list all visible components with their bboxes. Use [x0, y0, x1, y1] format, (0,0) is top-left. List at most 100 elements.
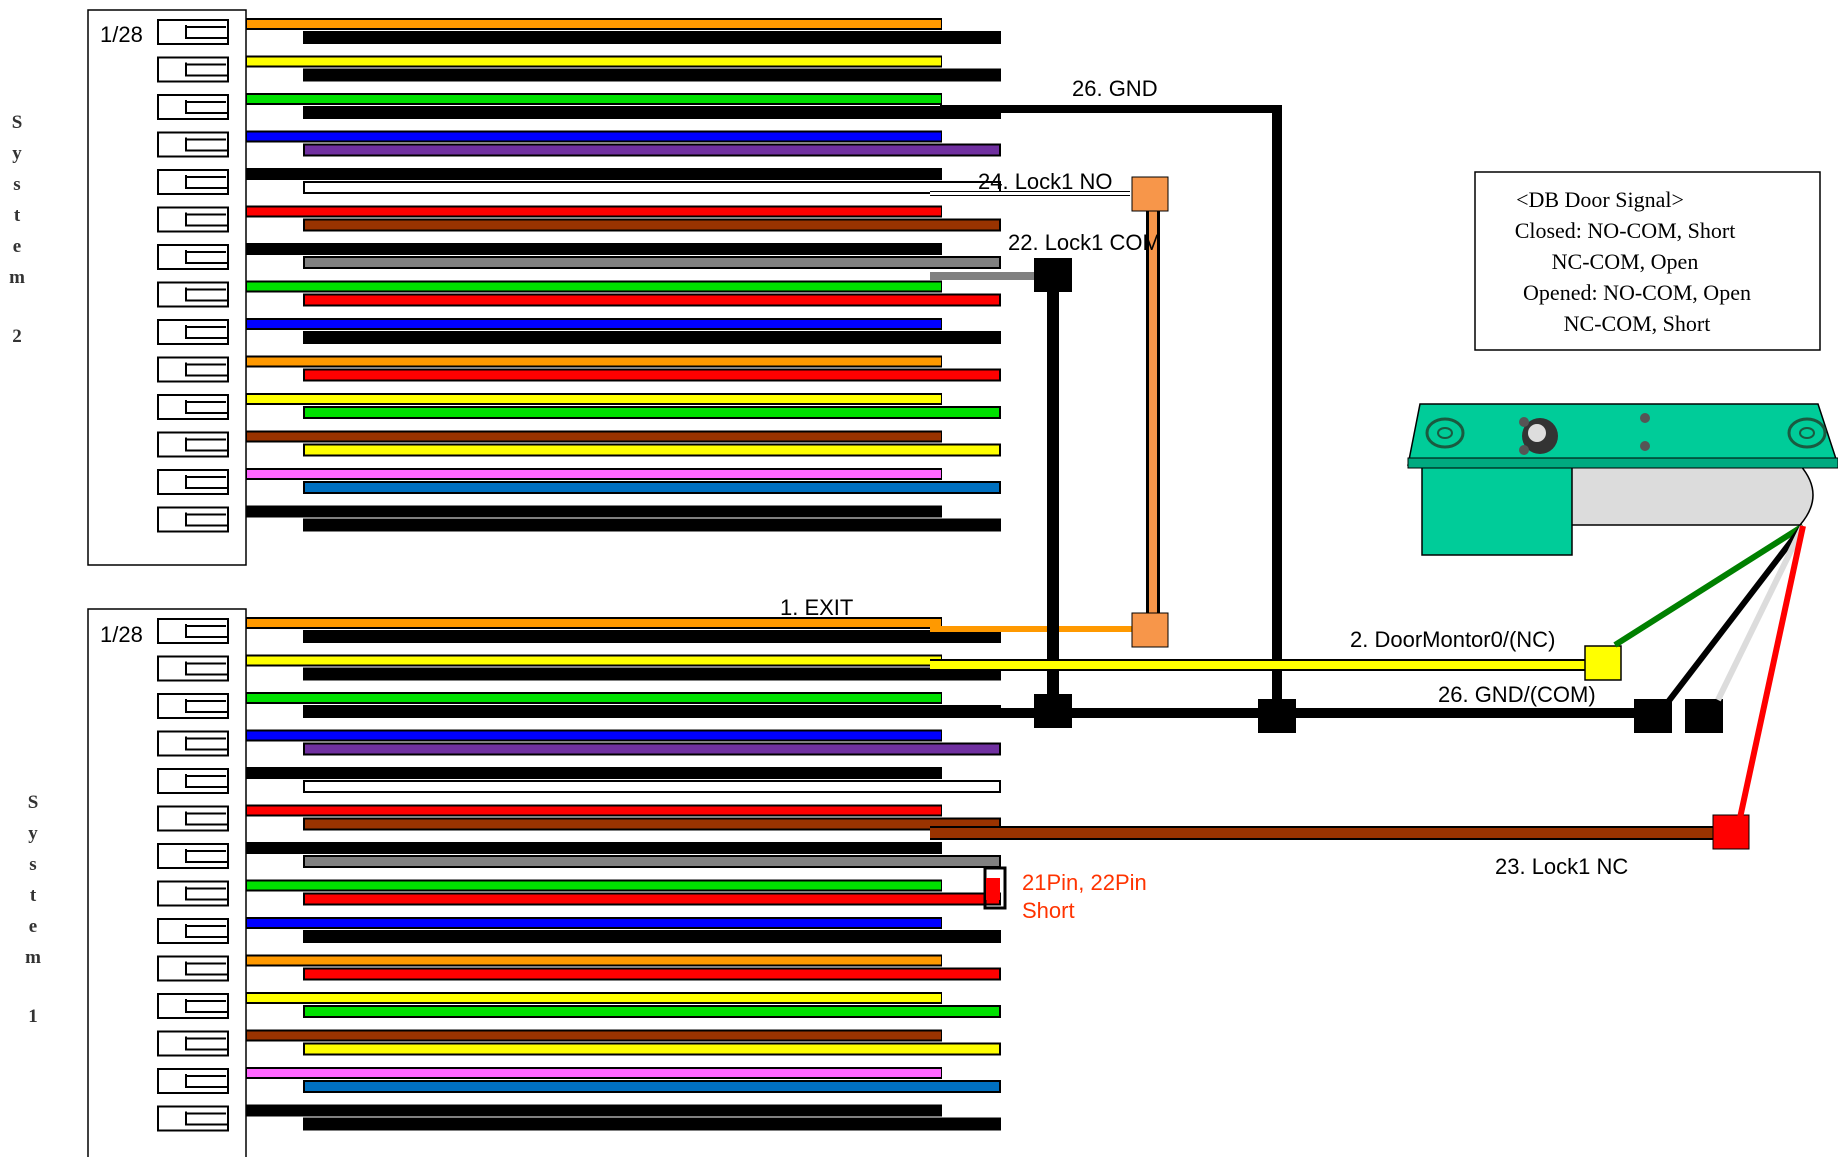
- wire-green: [305, 1007, 999, 1016]
- system1-letter: t: [30, 885, 37, 906]
- wire-black: [247, 245, 941, 253]
- pin-socket-icon: [157, 1105, 229, 1132]
- sensor-button-highlight-icon: [1528, 424, 1546, 442]
- wire-orange: [247, 956, 941, 965]
- exit-line: [930, 626, 1140, 632]
- pin-contact-icon: [185, 25, 228, 39]
- pin-contact-icon: [185, 175, 228, 189]
- door-monitor-pad: [1584, 645, 1622, 681]
- pin-contact-icon: [185, 362, 228, 377]
- wire-black: [247, 844, 941, 852]
- screw-hole-left-icon: [1425, 417, 1465, 449]
- pin-socket-icon: [157, 955, 229, 982]
- wire-blue: [247, 320, 941, 328]
- wire-black: [305, 33, 999, 42]
- system1-letter: S: [28, 792, 39, 813]
- wire-orange: [247, 20, 941, 28]
- wire-green: [247, 95, 941, 103]
- wire-black: [305, 1119, 999, 1129]
- pin-socket-icon: [157, 131, 229, 158]
- pin-contact-icon: [185, 250, 228, 264]
- pin-socket-icon: [157, 244, 229, 270]
- system2-letter: e: [13, 236, 21, 257]
- pin-contact-icon: [185, 287, 228, 302]
- wire-black: [305, 669, 999, 679]
- system2-letter: S: [12, 112, 23, 133]
- sensor-plate: [1407, 403, 1838, 466]
- pin-contact-icon: [185, 849, 228, 863]
- label-exit: 1. EXIT: [780, 595, 853, 620]
- wire-green: [247, 881, 941, 890]
- wire-yellow: [247, 395, 941, 403]
- system2-letter: s: [13, 174, 20, 195]
- pin-contact-icon: [185, 512, 228, 527]
- pin-contact-icon: [185, 1074, 228, 1088]
- pin-contact-icon: [185, 886, 228, 901]
- label-lock1-no: 24. Lock1 NO: [978, 169, 1113, 194]
- wire-red: [305, 295, 999, 305]
- wire-yellow: [247, 656, 941, 665]
- system1-pin-label: 1/28: [100, 622, 143, 647]
- system2-letter: y: [12, 143, 22, 164]
- wire-green: [247, 694, 941, 702]
- wire-gray: [305, 857, 999, 866]
- sensor-body: [1421, 464, 1573, 556]
- system2-letter: t: [14, 205, 21, 226]
- lock1-nc-line: [930, 828, 1720, 838]
- signal-line: NC-COM, Open: [1552, 249, 1699, 274]
- pin-socket-icon: [157, 1030, 229, 1057]
- system1-letter: y: [28, 823, 38, 844]
- short-jumper: [983, 866, 1007, 910]
- wire-black: [305, 932, 999, 941]
- screw-icon: [1640, 441, 1650, 451]
- wire-white: [305, 782, 999, 791]
- wire-purple: [305, 145, 999, 155]
- pin-socket-icon: [157, 19, 229, 45]
- wire-black: [247, 769, 941, 777]
- wire-orange: [247, 357, 941, 366]
- pin-contact-icon: [185, 100, 228, 114]
- wire-gray: [305, 258, 999, 267]
- pin-socket-icon: [157, 431, 229, 458]
- wire-steelblue: [305, 483, 999, 492]
- pin-socket-icon: [157, 56, 229, 83]
- pin-socket-icon: [157, 506, 229, 533]
- system2-letter: m: [9, 267, 25, 288]
- wire-yellow: [247, 57, 941, 66]
- lock1-nc-link: [930, 814, 1750, 850]
- pin-socket-icon: [157, 469, 229, 495]
- system2-pin-label: 1/28: [100, 22, 143, 47]
- pin-contact-icon: [185, 661, 228, 676]
- wire-black: [247, 170, 941, 178]
- pin-contact-icon: [185, 212, 228, 227]
- orange-vertical: [1149, 205, 1157, 625]
- lock1-com-vertical: [1047, 258, 1059, 708]
- sensor-wire-black: [1665, 524, 1806, 704]
- wire-black: [305, 333, 999, 342]
- signal-title: <DB Door Signal>: [1516, 187, 1684, 212]
- pin-socket-icon: [157, 94, 229, 120]
- pin-socket-icon: [157, 319, 229, 345]
- com-bus: [930, 694, 1723, 733]
- lock1-no-line-white: [930, 192, 1130, 195]
- wire-red: [247, 207, 941, 216]
- wire-yellow: [305, 1044, 999, 1054]
- lock1-nc-pad: [1712, 814, 1750, 850]
- wire-pink: [247, 1069, 941, 1077]
- system1-letter: e: [29, 916, 37, 937]
- pin-socket-icon: [157, 693, 229, 719]
- system1-letter: s: [29, 854, 36, 875]
- system2-letter: 2: [12, 326, 22, 347]
- signal-line: Closed: NO-COM, Short: [1515, 218, 1736, 243]
- system2-connector: [87, 9, 1001, 566]
- system2-side-label: S y s t e m 2: [9, 112, 25, 347]
- pin-contact-icon: [185, 400, 228, 414]
- label-lock1-com: 22. Lock1 COM: [1008, 230, 1161, 255]
- screw-hole-left-inner-icon: [1437, 427, 1453, 439]
- sensor-wires: [1613, 523, 1806, 819]
- pin-contact-icon: [185, 999, 228, 1013]
- sensor-wire-red: [1737, 525, 1806, 819]
- label-short-line2: Short: [1022, 898, 1075, 923]
- system1-side-label: S y s t e m 1: [25, 792, 41, 1027]
- short-jumper-frame: [983, 866, 1007, 910]
